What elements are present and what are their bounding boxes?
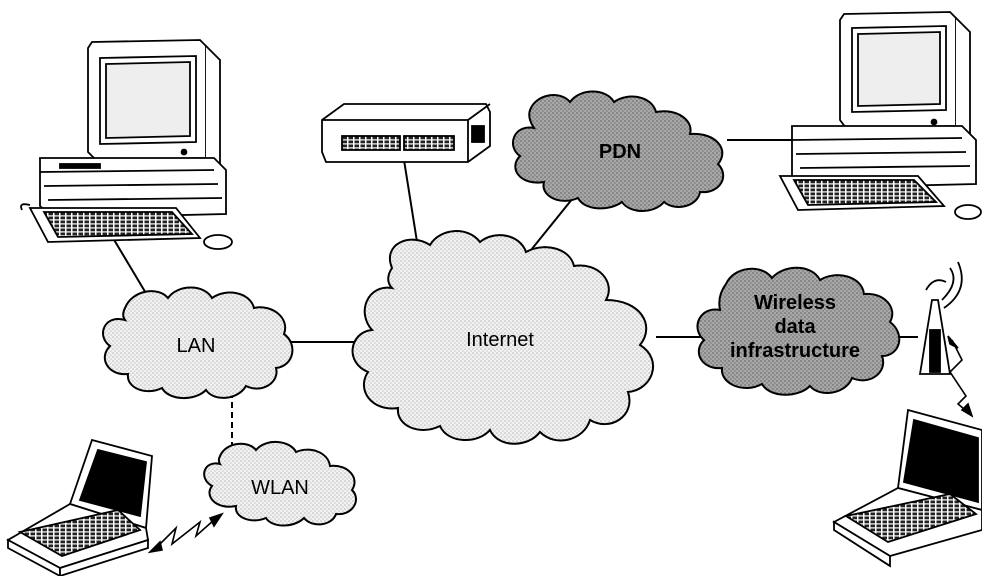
wlan-cloud: WLAN [203, 441, 357, 527]
connection-lines [112, 139, 918, 448]
laptop-icon [6, 438, 153, 576]
desktop-computer-icon [778, 11, 982, 220]
cell-tower-icon [918, 261, 963, 375]
link-desktop-lan [112, 237, 151, 301]
desktop-computer-icon [20, 39, 233, 250]
wireless-data-infrastructure-cloud: Wireless data infrastructure [696, 266, 901, 396]
wireless-label-line1: Wireless [754, 292, 836, 314]
lan-label: LAN [177, 335, 216, 357]
laptop-icon [832, 408, 982, 568]
wlan-label: WLAN [251, 477, 309, 499]
lan-cloud: LAN [102, 286, 294, 399]
pdn-cloud: PDN [512, 90, 725, 212]
wireless-signal-left [147, 512, 224, 554]
link-server-internet [403, 159, 419, 249]
wireless-label-line2: data [774, 316, 816, 338]
link-pdn-internet [526, 197, 574, 256]
network-server-icon [321, 103, 491, 163]
internet-label: Internet [466, 329, 534, 351]
wireless-label-line3: infrastructure [730, 340, 860, 362]
wireless-signal-right [947, 335, 974, 418]
internet-cloud: Internet [351, 230, 655, 445]
pdn-label: PDN [599, 141, 641, 163]
